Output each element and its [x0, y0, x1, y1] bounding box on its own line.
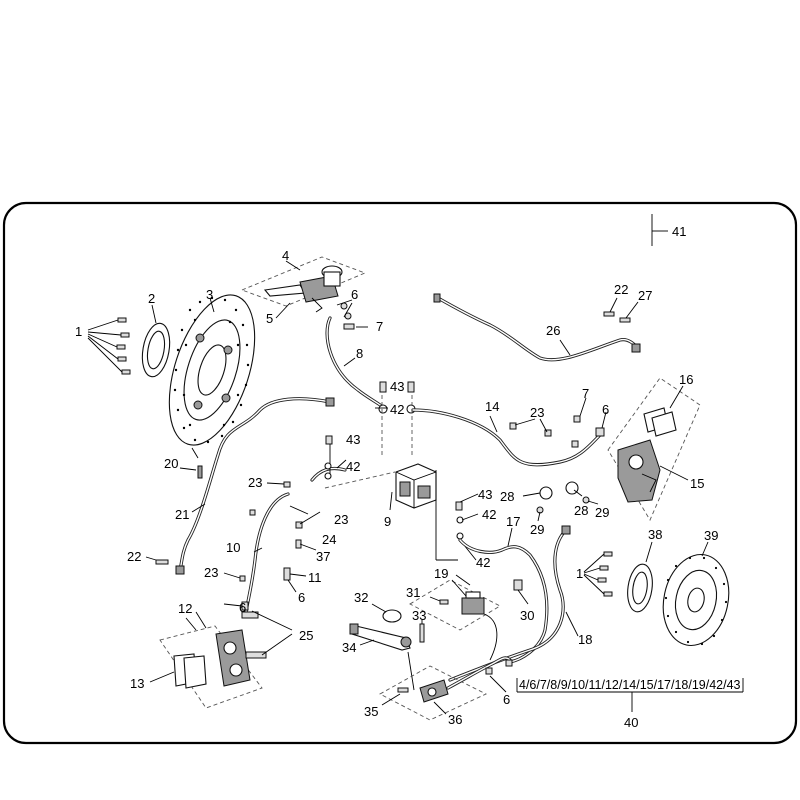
- pivot-bolt: [419, 623, 425, 643]
- callout-29-a: 29: [530, 522, 544, 537]
- rear-brake-hose-main: [411, 408, 602, 467]
- callout-22-rear: 22: [614, 282, 628, 297]
- callout-22-front: 22: [127, 549, 141, 564]
- kit-contents-label: 4/6/7/8/9/10/11/12/14/15/17/18/19/42/43: [519, 678, 741, 692]
- rear-master-reservoir-kit-outline: [409, 579, 501, 631]
- callout-42-c: 42: [482, 507, 496, 522]
- callout-29-b: 29: [595, 505, 609, 520]
- front-brake-master-cylinder: [263, 265, 343, 313]
- disc-bolts-left: [116, 317, 131, 375]
- callout-6-e: 6: [503, 692, 510, 707]
- callout-6: 6: [351, 287, 358, 302]
- callout-42-d: 42: [476, 555, 490, 570]
- abs-sensor-wire-rear: [436, 296, 640, 362]
- callout-31: 31: [406, 585, 420, 600]
- callout-4: 4: [282, 248, 289, 263]
- callout-24: 24: [322, 532, 336, 547]
- callout-32: 32: [354, 590, 368, 605]
- callout-43-a: 43: [390, 379, 404, 394]
- callout-13: 13: [130, 676, 144, 691]
- callout-6-b: 6: [239, 600, 246, 615]
- callout-7: 7: [376, 319, 383, 334]
- front-brake-pads: [173, 653, 207, 689]
- callout-21: 21: [175, 507, 189, 522]
- callout-43-c: 43: [478, 487, 492, 502]
- callout-35: 35: [364, 704, 378, 719]
- clamp-rear-sensor: [619, 317, 631, 323]
- hose-joint-upper: [378, 381, 416, 414]
- abs-modulator-unit: [395, 463, 437, 509]
- callout-2: 2: [148, 291, 155, 306]
- diagram-frame: [2, 201, 798, 745]
- callout-11: 11: [308, 570, 322, 585]
- bolt-rear-sensor: [603, 311, 615, 317]
- callout-14: 14: [485, 399, 499, 414]
- callout-23-b: 23: [334, 512, 348, 527]
- callout-6-c: 6: [298, 590, 305, 605]
- callout-28-b: 28: [574, 503, 588, 518]
- rear-master-cylinder-kit-outline: [379, 665, 488, 721]
- front-brake-disc-left: [168, 294, 256, 446]
- callout-3: 3: [206, 287, 213, 302]
- rear-brake-master-cylinder: [397, 679, 449, 703]
- banjo-bolt-upper: [340, 302, 355, 330]
- callout-18: 18: [578, 632, 592, 647]
- rear-disc-carrier-ring: [627, 563, 653, 613]
- bolt-hose-bracket: [513, 579, 523, 591]
- callout-42-a: 42: [390, 402, 404, 417]
- disc-carrier-ring-left: [141, 322, 171, 378]
- callout-labels: 1 2 3 4 5 6 7 8 9 10 11 12 13 14 15 16 1…: [75, 224, 741, 730]
- grommet-a: [539, 486, 553, 500]
- callout-6-d: 6: [602, 402, 609, 417]
- hose-clips-rear: [509, 422, 579, 448]
- front-brake-caliper: [215, 611, 267, 687]
- callout-34: 34: [342, 640, 356, 655]
- callout-28-a: 28: [500, 489, 514, 504]
- rear-brake-caliper: [617, 439, 661, 503]
- callout-37: 37: [316, 549, 330, 564]
- rear-brake-pads: [643, 407, 677, 437]
- callout-17: 17: [506, 514, 520, 529]
- callout-9: 9: [384, 514, 391, 529]
- callout-43-b: 43: [346, 432, 360, 447]
- callout-33: 33: [412, 608, 426, 623]
- callout-38: 38: [648, 527, 662, 542]
- callout-26: 26: [546, 323, 560, 338]
- callout-27: 27: [638, 288, 652, 303]
- callout-1-b: 1: [576, 566, 583, 581]
- callout-40: 40: [624, 715, 638, 730]
- front-master-cylinder-kit-outline: [240, 256, 367, 307]
- callout-23-a: 23: [248, 475, 262, 490]
- callout-30: 30: [520, 608, 534, 623]
- rear-disc-bolts: [597, 551, 613, 597]
- callout-15: 15: [690, 476, 704, 491]
- callout-23-d: 23: [530, 405, 544, 420]
- bolt-front-sensor: [155, 559, 169, 565]
- callout-19: 19: [434, 566, 448, 581]
- callout-16: 16: [679, 372, 693, 387]
- rear-brake-pedal: [349, 623, 412, 651]
- callout-8: 8: [356, 346, 363, 361]
- callout-42-b: 42: [346, 459, 360, 474]
- callout-1: 1: [75, 324, 82, 339]
- seal-ring: [382, 609, 402, 623]
- callout-25: 25: [299, 628, 313, 643]
- front-wheel-speed-sensor: [197, 465, 203, 479]
- callout-7-b: 7: [582, 386, 589, 401]
- callout-20: 20: [164, 456, 178, 471]
- front-caliper-kit-outline: [159, 625, 263, 709]
- rear-brake-disc: [662, 553, 730, 647]
- callout-23-c: 23: [204, 565, 218, 580]
- rear-brake-fluid-reservoir: [461, 591, 485, 615]
- callout-12: 12: [178, 601, 192, 616]
- callout-10: 10: [226, 540, 240, 555]
- callout-39: 39: [704, 528, 718, 543]
- callout-41: 41: [672, 224, 686, 239]
- callout-36: 36: [448, 712, 462, 727]
- callout-5: 5: [266, 311, 273, 326]
